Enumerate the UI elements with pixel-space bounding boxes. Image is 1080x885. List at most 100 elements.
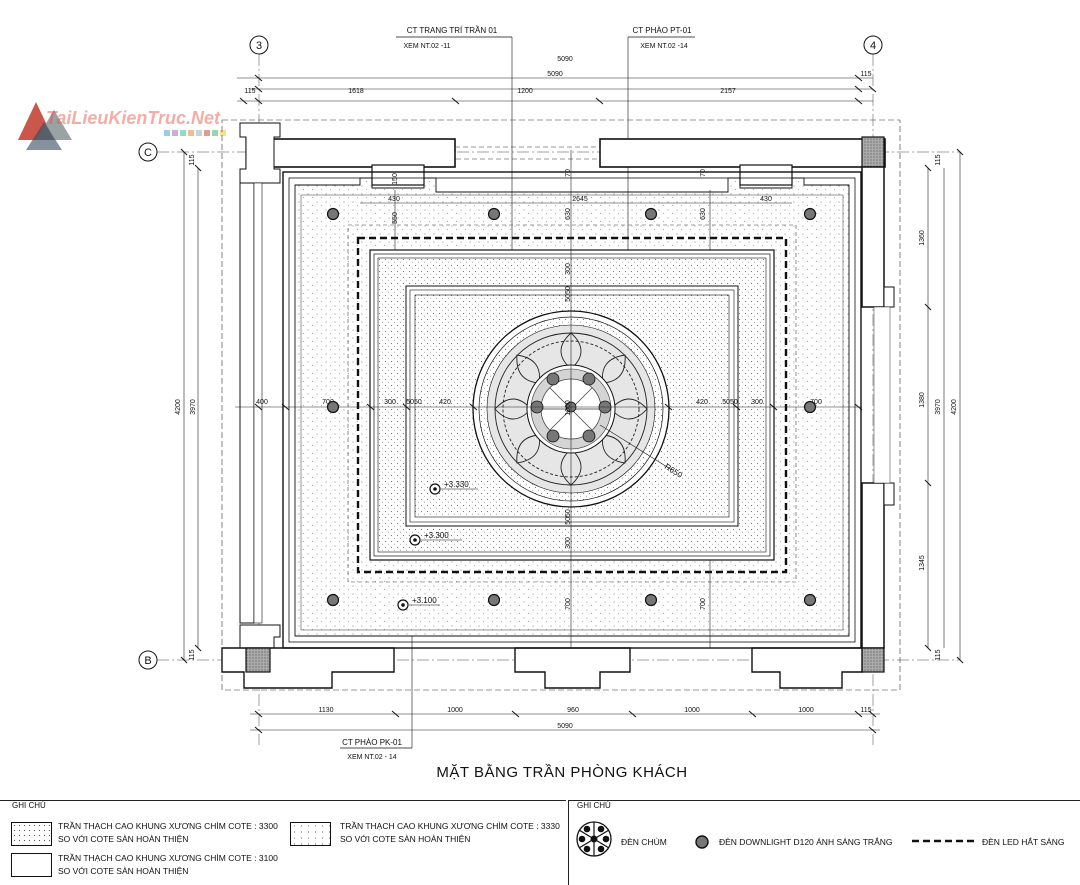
legend-item-3330-line1: TRẦN THẠCH CAO KHUNG XƯƠNG CHÌM COTE : 3… xyxy=(340,821,560,831)
dim-right-1360: 1360 xyxy=(919,230,926,246)
dim-left-4200: 4200 xyxy=(175,399,182,415)
grid-axis-b-label: B xyxy=(144,655,151,667)
legend-item-3100-line1: TRẦN THẠCH CAO KHUNG XƯƠNG CHÌM COTE : 3… xyxy=(58,853,278,863)
dim-vertical-300-bottom: 300 xyxy=(565,537,572,549)
dim-top-inner: 5090 xyxy=(547,71,563,78)
dim-left-3970: 3970 xyxy=(190,399,197,415)
dim-vertical-700-b: 700 xyxy=(700,598,707,610)
callout-ceiling-deco-line1: CT TRANG TRÍ TRẦN 01 xyxy=(407,25,498,35)
legend-item-3300: TRẦN THẠCH CAO KHUNG XƯƠNG CHÌM COTE : 3… xyxy=(58,820,278,846)
dim-right-115-bottom: 115 xyxy=(935,649,942,660)
callout-cornice-pk xyxy=(340,636,413,749)
downlight xyxy=(803,207,817,221)
left-dimensions xyxy=(180,148,202,664)
watermark-text: TaiLieuKienTruc.Net xyxy=(46,108,221,128)
dim-row-420-right: 420 xyxy=(696,399,708,406)
dim-row-5050-left: 5050 xyxy=(406,399,422,406)
dim-top-overall: 5090 xyxy=(557,56,573,63)
dim-top-seg-2: 1200 xyxy=(517,88,533,95)
dim-bottom-overall: 5090 xyxy=(557,723,573,730)
legend-item-3100-line2: SO VỚI COTE SÀN HOÀN THIỆN xyxy=(58,866,189,876)
dim-top-right-small: 115 xyxy=(860,71,871,78)
dim-bottom-960: 960 xyxy=(567,707,579,714)
dim-vertical-300-top: 300 xyxy=(565,263,572,275)
dim-row-300-left: 300 xyxy=(384,399,396,406)
dim-top-seg-3: 2157 xyxy=(720,88,736,95)
downlight xyxy=(644,593,658,607)
legend-led-label: ĐÈN LED HẮT SÁNG xyxy=(982,837,1065,847)
led-strip-line xyxy=(356,236,788,574)
legend-downlight-label: ĐÈN DOWNLIGHT D120 ÁNH SÁNG TRẮNG xyxy=(719,837,893,847)
dim-row-300-right: 300 xyxy=(751,399,763,406)
drawing-title: MẶT BẰNG TRẦN PHÒNG KHÁCH xyxy=(436,763,687,781)
soffit-dashed-outline xyxy=(347,224,797,583)
downlight xyxy=(326,593,340,607)
dim-bottom-1000-c: 1000 xyxy=(798,707,814,714)
dim-inner-2645: 2645 xyxy=(572,196,588,203)
dim-bottom-115: 115 xyxy=(860,707,871,714)
legend-right xyxy=(568,800,1080,885)
outer-dashed-boundary xyxy=(221,119,901,691)
dim-vertical-550: 550 xyxy=(392,212,399,224)
top-beams xyxy=(239,122,886,186)
led-strip-icon xyxy=(912,839,974,843)
downlight xyxy=(487,593,501,607)
level-3100-label: +3.100 xyxy=(412,596,437,605)
level-marker-3100 xyxy=(397,599,440,611)
dim-top-seg-1: 1618 xyxy=(348,88,364,95)
callout-cornice-pt-line1: CT PHÀO PT-01 xyxy=(633,26,693,35)
downlight xyxy=(326,400,340,414)
legend-item-3100: TRẦN THẠCH CAO KHUNG XƯƠNG CHÌM COTE : 3… xyxy=(58,852,278,878)
legend-item-3330: TRẦN THẠCH CAO KHUNG XƯƠNG CHÌM COTE : 3… xyxy=(340,820,560,846)
level-3330-label: +3.330 xyxy=(444,480,469,489)
level-3300-label: +3.300 xyxy=(424,531,449,540)
grid-axis-4-label: 4 xyxy=(870,40,876,52)
callout-cornice-pt-line2: XEM NT.02 -14 xyxy=(640,43,688,50)
dim-row-700-right: 700 xyxy=(810,399,822,406)
top-dimensions xyxy=(237,74,877,105)
dim-bottom-1000-b: 1000 xyxy=(684,707,700,714)
dim-inner-430-right: 430 xyxy=(760,196,772,203)
left-wall xyxy=(239,182,281,662)
right-wall xyxy=(861,166,895,673)
dim-bottom-1000-a: 1000 xyxy=(447,707,463,714)
downlight xyxy=(644,207,658,221)
dim-bottom-1130: 1130 xyxy=(318,707,333,714)
callout-cornice-pk-line1: CT PHÀO PK-01 xyxy=(342,738,402,747)
dim-vertical-70-a: 70 xyxy=(565,169,572,177)
legend-item-3330-line2: SO VỚI COTE SÀN HOÀN THIỆN xyxy=(340,834,471,844)
bottom-beams xyxy=(221,647,863,689)
downlight xyxy=(803,593,817,607)
legend-left xyxy=(0,800,566,885)
dim-vertical-630-b: 630 xyxy=(700,208,707,220)
level-marker-3300 xyxy=(409,534,462,546)
legend-chandelier-label: ĐÈN CHÙM xyxy=(621,837,667,847)
dim-vertical-700-a: 700 xyxy=(565,598,572,610)
dim-right-4200: 4200 xyxy=(951,399,958,415)
dim-right-3970: 3970 xyxy=(935,399,942,415)
dim-row-700-left: 700 xyxy=(322,399,334,406)
dim-center-vertical: 1000 xyxy=(565,400,572,416)
chandelier-icon xyxy=(576,821,612,857)
legend-swatch-3100 xyxy=(11,853,52,877)
dim-right-1380: 1380 xyxy=(919,392,926,408)
legend-item-3300-line2: SO VỚI COTE SÀN HOÀN THIỆN xyxy=(58,834,189,844)
callout-cornice-pk-line2: XEM NT.02 - 14 xyxy=(347,754,397,761)
dim-top-left-small: 115 xyxy=(244,88,255,95)
dim-right-115-top: 115 xyxy=(935,154,942,165)
legend-item-3300-line1: TRẦN THẠCH CAO KHUNG XƯƠNG CHÌM COTE : 3… xyxy=(58,821,278,831)
callout-ceiling-deco-line2: XEM NT.02 -11 xyxy=(404,43,451,50)
legend-left-heading: GHI CHÚ xyxy=(12,801,46,810)
dim-vertical-5050-top: 5050 xyxy=(565,286,572,302)
dim-vertical-630-a: 630 xyxy=(565,208,572,220)
dim-row-420-left: 420 xyxy=(439,399,451,406)
interior-dimension-lines xyxy=(235,150,863,648)
downlight xyxy=(487,207,501,221)
dim-left-115-top: 115 xyxy=(189,154,196,165)
downlights xyxy=(326,207,817,607)
dim-vertical-150: 150 xyxy=(392,173,399,185)
legend-swatch-3300 xyxy=(11,822,52,846)
grid-axis-c-label: C xyxy=(144,147,152,159)
dim-vertical-70-b: 70 xyxy=(700,169,707,177)
